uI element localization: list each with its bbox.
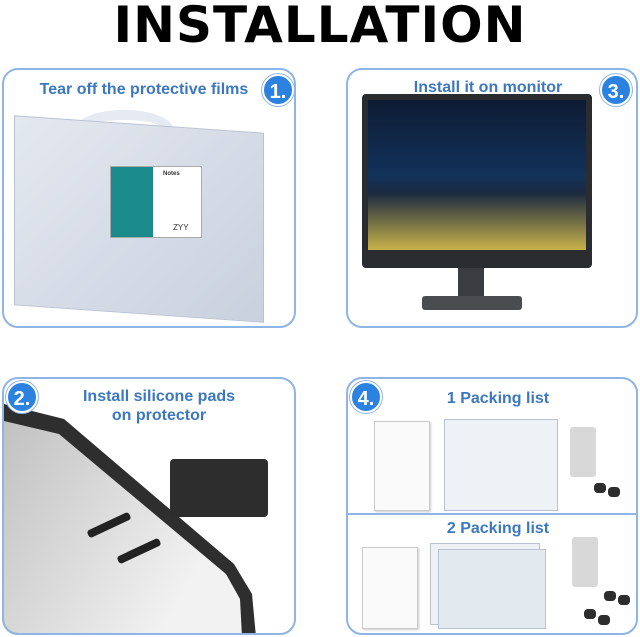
step-4-badge: 4. xyxy=(350,381,382,413)
step-2-title-line2: on protector xyxy=(111,407,207,424)
label-illustration xyxy=(111,167,153,237)
packing-divider xyxy=(348,513,636,515)
step-2-title-line1: Install silicone pads xyxy=(82,388,236,405)
silicone-pad xyxy=(604,591,616,601)
step-1-panel: Tear off the protective films 1. Notes Z… xyxy=(2,68,296,328)
manual-booklet xyxy=(362,547,418,629)
page-title: INSTALLATION xyxy=(113,0,527,54)
silicone-pad xyxy=(170,459,268,517)
silicone-pad xyxy=(598,615,610,625)
step-2-panel: Install silicone pads on protector 2. xyxy=(2,377,296,635)
instruction-label: Notes ZYY xyxy=(110,166,202,238)
step-1-badge: 1. xyxy=(262,74,294,106)
step-1-title: Tear off the protective films xyxy=(39,81,249,98)
cleaning-cloth xyxy=(572,537,598,587)
silicone-pad xyxy=(584,609,596,619)
monitor xyxy=(362,94,592,268)
label-brand: ZYY xyxy=(173,223,189,232)
step-3-title: Install it on monitor xyxy=(413,79,563,96)
manual-booklet xyxy=(374,421,430,511)
step-2-badge: 2. xyxy=(6,381,38,413)
cleaning-cloth xyxy=(570,427,596,477)
monitor-stand-neck xyxy=(458,268,484,296)
label-heading: Notes xyxy=(163,171,180,177)
privacy-screen-sheet xyxy=(444,419,558,511)
step-3-panel: Install it on monitor 3. xyxy=(346,68,638,328)
silicone-pad xyxy=(618,595,630,605)
silicone-pad xyxy=(608,487,620,497)
packing-list-2-title: 2 Packing list xyxy=(446,520,550,537)
privacy-screen-sheet xyxy=(438,549,546,629)
silicone-pad xyxy=(594,483,606,493)
monitor-screen xyxy=(368,100,586,250)
packing-list-1-title: 1 Packing list xyxy=(446,390,550,407)
monitor-stand-base xyxy=(422,296,522,310)
step-4-panel: 4. 1 Packing list 2 Packing list xyxy=(346,377,638,635)
step-3-badge: 3. xyxy=(600,74,632,106)
